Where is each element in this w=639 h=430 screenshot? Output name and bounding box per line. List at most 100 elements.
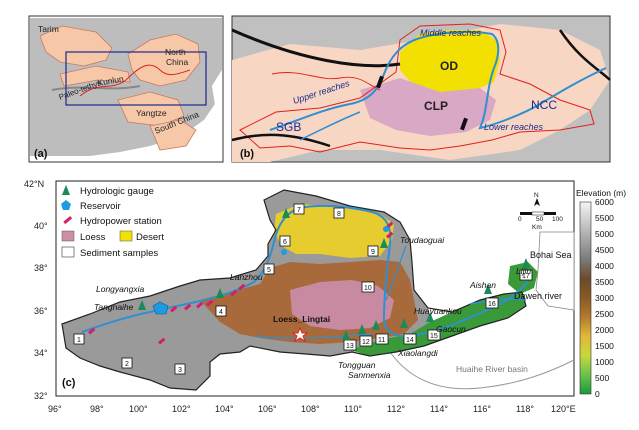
label-ncc: NCC bbox=[531, 98, 557, 112]
lon-tick-100: 100° bbox=[129, 404, 148, 414]
station-box bbox=[359, 335, 373, 347]
label-lower-reaches: Lower reaches bbox=[484, 122, 544, 132]
gauge-icon bbox=[282, 208, 290, 218]
basin-loess bbox=[290, 280, 394, 330]
north-label: N bbox=[534, 192, 539, 199]
label-middle-reaches: Middle reaches bbox=[420, 28, 482, 38]
lon-tick-108: 108° bbox=[301, 404, 320, 414]
panel-b-tributary bbox=[299, 111, 361, 141]
panel-b-basin-outline bbox=[239, 23, 595, 153]
station-box bbox=[519, 269, 533, 281]
lat-tick-42: 42°N bbox=[24, 179, 44, 189]
lat-ticks: 42°N 40° 38° 36° 34° 32° bbox=[24, 179, 48, 401]
panel-b-marker-lower bbox=[460, 117, 468, 131]
hydropower-marker bbox=[230, 289, 238, 297]
panel-b-loess bbox=[360, 78, 496, 136]
place-labels: Toudaoguai Lanzhou Longyangxia Tangnaihe… bbox=[94, 235, 531, 380]
station-number: 3 bbox=[178, 367, 182, 374]
legend-reservoir-icon bbox=[61, 200, 71, 210]
label-yangtze: Yangtze bbox=[136, 108, 167, 118]
station-number: 13 bbox=[346, 343, 354, 350]
elevation-gradient bbox=[579, 201, 592, 395]
lon-tick-120: 120°E bbox=[551, 404, 576, 414]
gauge-icon bbox=[372, 320, 380, 330]
elev-tick: 4500 bbox=[595, 245, 614, 255]
panel-c: 42°N 40° 38° 36° 34° 32° 96° 98° 100° 10… bbox=[24, 179, 576, 414]
label-aishan: Aishan bbox=[469, 280, 496, 290]
tarim-block bbox=[39, 25, 113, 67]
panel-b-fault-south bbox=[231, 133, 331, 148]
basin-outline bbox=[61, 189, 527, 391]
panel-b-desert bbox=[400, 30, 500, 92]
legend-hydropower-label: Hydropower station bbox=[80, 216, 162, 227]
label-xiaolangdi: Xiaolangdi bbox=[397, 348, 439, 358]
station-number: 9 bbox=[371, 249, 375, 256]
legend-hydropower-icon bbox=[63, 216, 73, 225]
lon-tick-110: 110° bbox=[344, 404, 362, 414]
tributary-wei bbox=[255, 333, 373, 339]
elev-tick: 6000 bbox=[595, 197, 614, 207]
huaihe-outline bbox=[389, 351, 575, 390]
panel-a: Tarim North China Kunlun Paleo-tethys Ya… bbox=[28, 15, 224, 163]
bohai-sea-area bbox=[535, 231, 575, 311]
hydropower-marker bbox=[238, 283, 246, 291]
elev-tick: 500 bbox=[595, 373, 609, 383]
lon-tick-104: 104° bbox=[215, 404, 234, 414]
legend-desert-swatch bbox=[119, 230, 133, 242]
elev-tick: 4000 bbox=[595, 261, 614, 271]
label-bohai-sea: Bohai Sea bbox=[530, 250, 572, 260]
gauge-icon bbox=[138, 300, 146, 310]
panel-b-contour-1 bbox=[271, 72, 381, 91]
station-box bbox=[367, 245, 379, 257]
lat-tick-40: 40° bbox=[34, 221, 48, 231]
scale-tick-50: 50 bbox=[536, 216, 544, 223]
station-box bbox=[263, 263, 275, 275]
hydropower-marker bbox=[386, 231, 394, 239]
lon-tick-112: 112° bbox=[387, 404, 405, 414]
legend-sediment-label: Sediment samples bbox=[80, 248, 158, 259]
legend-sediment-swatch bbox=[61, 246, 75, 258]
lon-tick-98: 98° bbox=[90, 404, 104, 414]
reservoir-marker bbox=[281, 249, 287, 255]
hydropower-marker bbox=[206, 299, 214, 307]
station-number: 14 bbox=[406, 337, 414, 344]
gauge-icon bbox=[426, 312, 434, 322]
station-number: 11 bbox=[378, 337, 385, 344]
label-tarim: Tarim bbox=[38, 24, 59, 34]
label-huaihe: Huaihe River basin bbox=[456, 364, 528, 374]
station-number: 10 bbox=[364, 285, 372, 292]
station-box bbox=[375, 333, 389, 345]
hydropower-marker bbox=[88, 327, 96, 335]
scale-tick-100: 100 bbox=[552, 216, 563, 223]
legend: Hydrologic gauge Reservoir Hydropower st… bbox=[61, 185, 164, 259]
lon-tick-106: 106° bbox=[258, 404, 277, 414]
gauge-icon bbox=[358, 324, 366, 334]
elev-tick: 3000 bbox=[595, 293, 614, 303]
basin-lower-green bbox=[350, 292, 526, 356]
lat-tick-36: 36° bbox=[34, 306, 48, 316]
gauge-icon bbox=[400, 318, 408, 328]
loess-lingtai-star bbox=[291, 326, 309, 343]
panel-b-fault-east bbox=[558, 29, 611, 81]
station-number: 1 bbox=[77, 337, 81, 344]
panel-a-river bbox=[79, 64, 191, 97]
label-north-china-2: China bbox=[166, 57, 188, 67]
station-number: 5 bbox=[267, 267, 271, 274]
station-number: 7 bbox=[297, 207, 301, 214]
elev-tick: 2000 bbox=[595, 325, 614, 335]
panel-b-label: (b) bbox=[240, 148, 254, 160]
gauge-icon bbox=[342, 330, 350, 340]
station-number: 6 bbox=[283, 239, 287, 246]
legend-gauge-label: Hydrologic gauge bbox=[80, 186, 154, 197]
scale-seg-2 bbox=[531, 211, 545, 216]
station-numbers: 1 2 3 4 5 6 7 8 9 10 11 12 13 1 bbox=[73, 203, 533, 375]
yangtze-block bbox=[117, 91, 185, 127]
station-number: 17 bbox=[522, 273, 530, 280]
label-od: OD bbox=[440, 59, 458, 73]
label-gaocun: Gaocun bbox=[436, 324, 466, 334]
station-box bbox=[361, 281, 375, 293]
north-arrow-icon bbox=[534, 198, 540, 206]
scale-bar: N 0 50 100 Km bbox=[518, 192, 563, 231]
lon-ticks: 96° 98° 100° 102° 104° 106° 108° 110° 11… bbox=[48, 404, 576, 414]
hydropower-marker bbox=[184, 303, 192, 311]
